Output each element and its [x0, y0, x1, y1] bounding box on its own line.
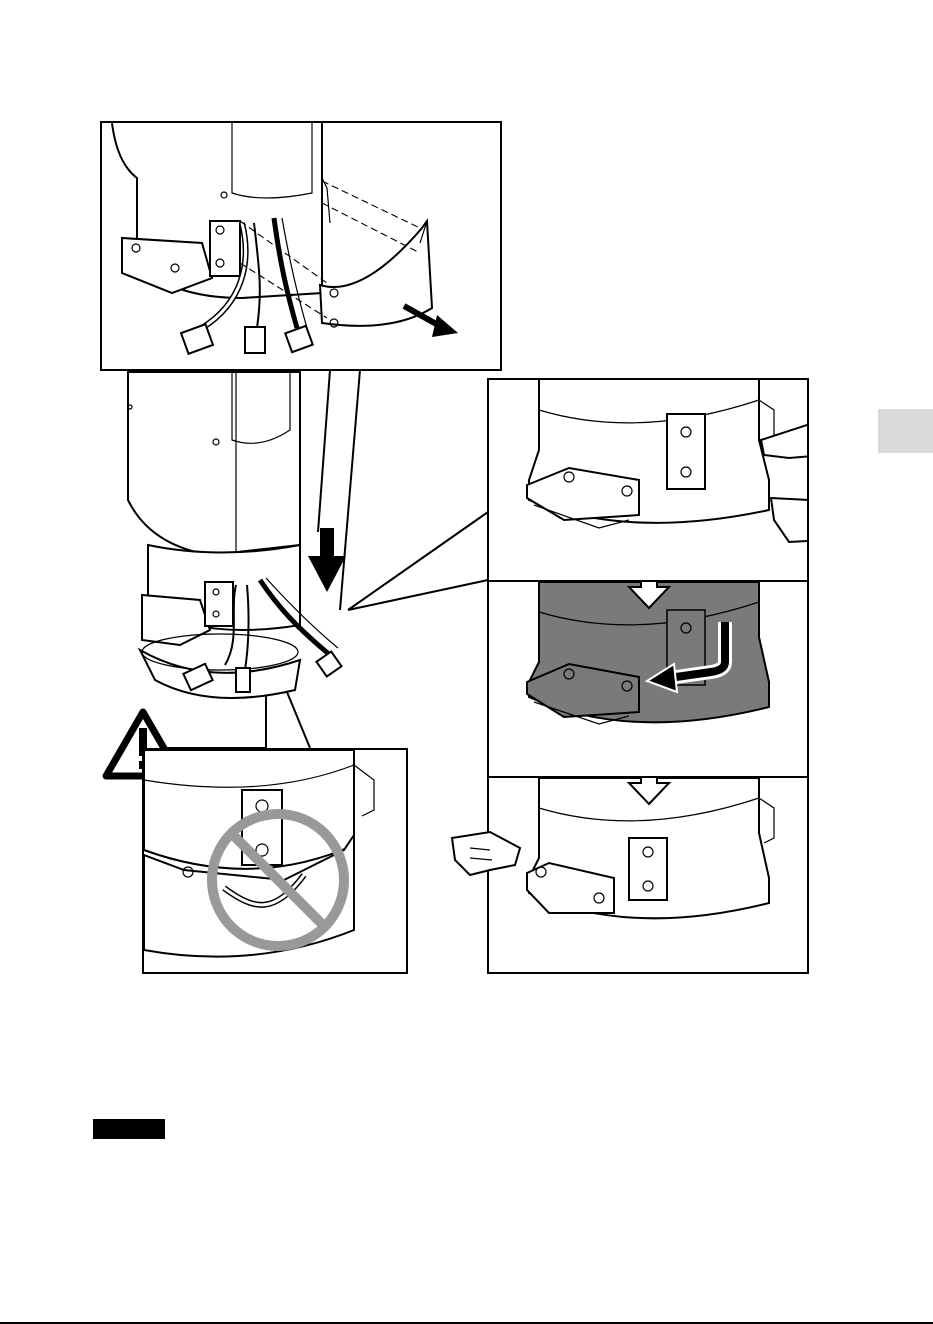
callout-line-detail-right — [340, 370, 360, 610]
step-panel-3 — [487, 776, 809, 974]
camera-head — [128, 372, 300, 562]
detail-illustration — [102, 123, 500, 369]
notice-label-bar — [93, 1119, 165, 1139]
step-panel-2 — [487, 580, 809, 778]
callout-line-detail-left — [318, 370, 330, 532]
step-3-illustration — [489, 778, 807, 972]
remove-cover-arrow-icon — [404, 306, 458, 337]
detail-cable-panel — [100, 121, 502, 371]
warning-illustration — [144, 750, 406, 972]
camera-base — [140, 545, 300, 698]
step-2-illustration — [489, 582, 807, 776]
step-1-illustration — [489, 380, 807, 580]
step-panel-1 — [487, 378, 809, 582]
warning-panel — [142, 748, 408, 974]
down-arrow-icon — [308, 528, 346, 592]
